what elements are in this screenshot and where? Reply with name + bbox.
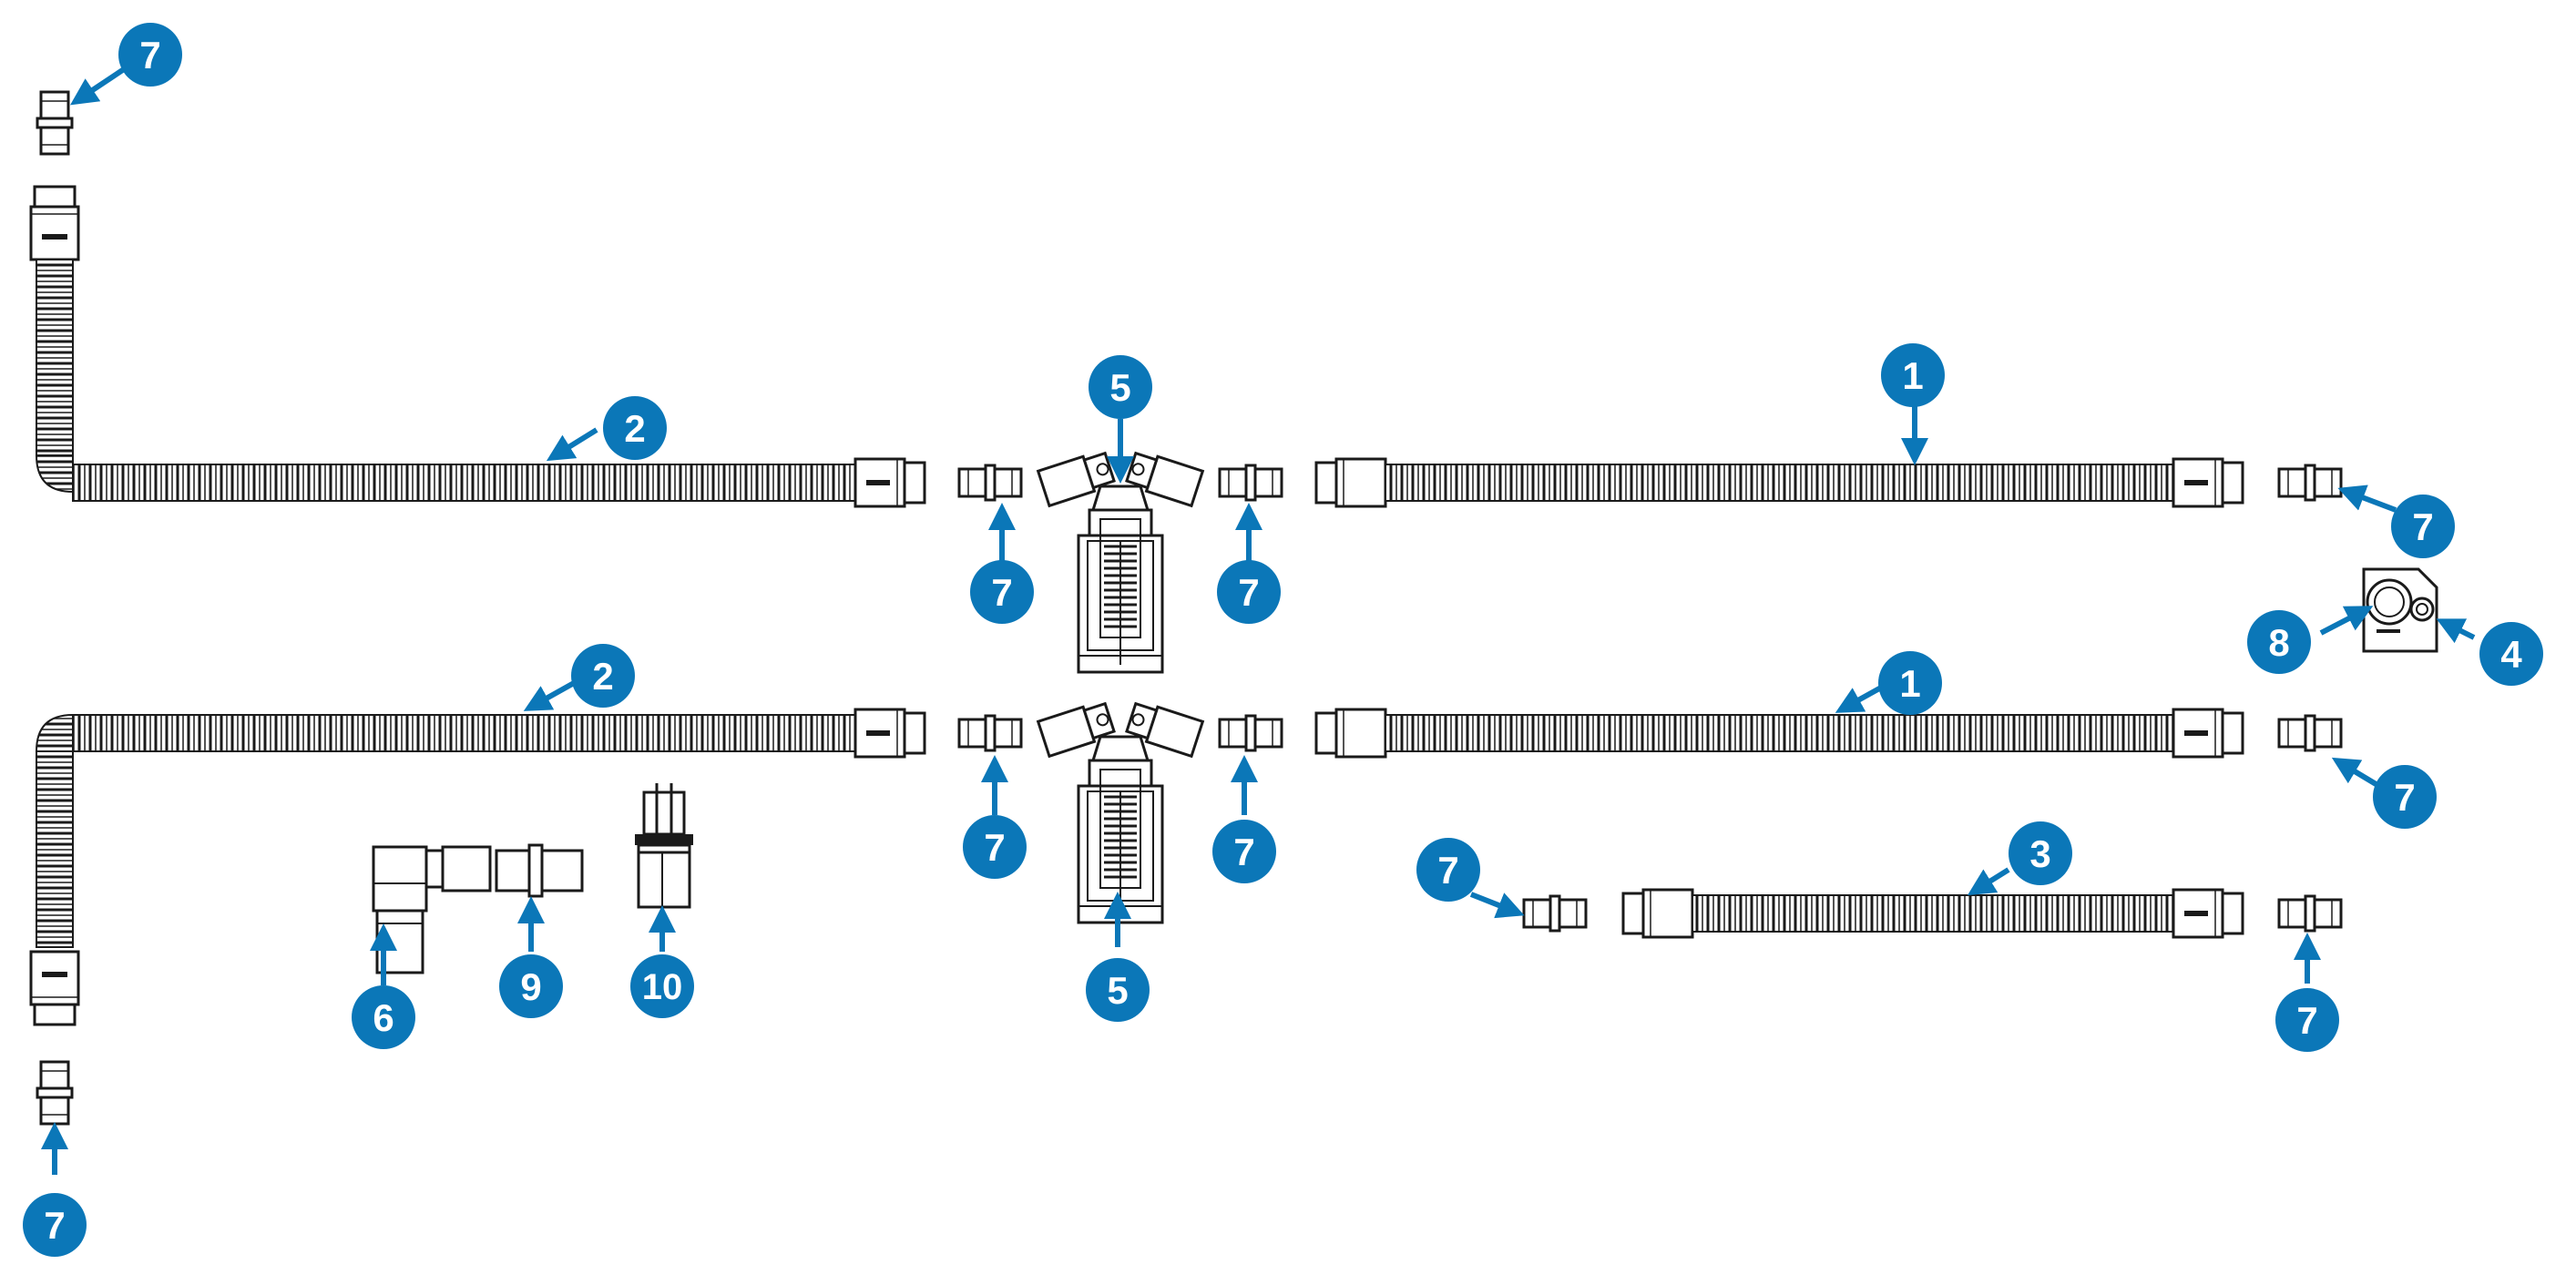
connector-bottom-left [36, 1060, 74, 1126]
straight-adapter [495, 843, 584, 898]
callout-label: 2 [592, 655, 613, 698]
callout-5-upper: 5 [1089, 355, 1152, 419]
arrow-1-lower [1835, 685, 1883, 713]
callout-7-bottom-left: 7 [23, 1193, 87, 1257]
callout-1-upper: 1 [1881, 343, 1945, 407]
callout-label: 7 [139, 34, 160, 76]
hose-upper-left-l [29, 185, 926, 508]
callout-label: 5 [1109, 366, 1130, 409]
callout-2-lower-tube: 2 [571, 644, 635, 708]
callout-7-upper-a: 7 [970, 560, 1034, 624]
callout-label: 4 [2500, 633, 2522, 676]
callout-7-lower-a: 7 [963, 815, 1027, 879]
hose-short [1621, 888, 2244, 939]
arrow-2-lower [523, 680, 576, 711]
connector-top-left [36, 90, 74, 156]
callout-8: 8 [2247, 610, 2311, 674]
callout-5-lower: 5 [1086, 958, 1150, 1022]
callout-label: 6 [373, 996, 394, 1039]
callout-label: 8 [2268, 621, 2289, 664]
callout-label: 3 [2029, 832, 2050, 875]
callout-label: 7 [984, 826, 1005, 869]
callout-label: 1 [1902, 354, 1923, 397]
connector-upper-right [2277, 464, 2343, 502]
callout-label: 7 [1437, 849, 1458, 892]
callout-label: 7 [991, 571, 1012, 614]
callout-label: 5 [1107, 969, 1128, 1012]
callout-3: 3 [2009, 821, 2072, 885]
elbow-adapter [372, 845, 492, 974]
hose-upper-right [1314, 457, 2244, 508]
callout-4: 4 [2479, 622, 2543, 686]
callout-7-lower-right: 7 [2373, 765, 2437, 829]
callout-7-short-left: 7 [1416, 838, 1480, 902]
arrow-7-upper-right [2337, 484, 2397, 513]
connector-short-right [2277, 894, 2343, 933]
callout-label: 7 [2412, 505, 2433, 548]
sensor-block [2362, 567, 2438, 653]
callout-label: 10 [642, 967, 683, 1007]
callout-7-upper-right: 7 [2391, 495, 2455, 558]
callout-7-top-left: 7 [118, 23, 182, 87]
connector-short-left [1522, 894, 1588, 933]
arrow-3 [1967, 867, 2010, 896]
arrow-2-upper [546, 427, 598, 462]
callout-6: 6 [352, 985, 415, 1049]
connector-upper-a [957, 464, 1023, 502]
water-trap-upper [1037, 448, 1204, 674]
callout-label: 9 [520, 965, 541, 1008]
callout-label: 2 [624, 407, 645, 450]
connector-upper-b [1218, 464, 1283, 502]
parts-line-art [29, 90, 2438, 1126]
callout-1-lower: 1 [1878, 651, 1942, 715]
hose-lower-left-l [29, 708, 926, 1026]
callout-9: 9 [499, 954, 563, 1018]
callout-label: 7 [2296, 999, 2317, 1042]
arrow-8 [2319, 606, 2374, 636]
callout-label: 7 [1238, 571, 1259, 614]
callout-bubbles: 7 2 5 1 7 7 7 8 [23, 23, 2543, 1257]
callout-label: 7 [2394, 776, 2415, 819]
connector-lower-right [2277, 714, 2343, 752]
flex-adapter [635, 783, 693, 909]
arrow-7-short-left [1469, 892, 1525, 919]
callout-10: 10 [630, 954, 694, 1018]
water-trap-lower [1037, 699, 1204, 924]
callout-7-lower-b: 7 [1212, 820, 1276, 883]
callout-label: 7 [1233, 831, 1254, 873]
arrow-7-lower-right [2331, 757, 2379, 788]
callout-2-upper-tube: 2 [603, 396, 667, 460]
callout-7-short-right: 7 [2275, 988, 2339, 1052]
callout-label: 1 [1899, 662, 1920, 705]
callout-label: 7 [44, 1204, 65, 1247]
connector-lower-a [957, 714, 1023, 752]
arrow-4 [2436, 618, 2476, 644]
callout-7-upper-b: 7 [1217, 560, 1281, 624]
connector-lower-b [1218, 714, 1283, 752]
hose-lower-right [1314, 708, 2244, 759]
